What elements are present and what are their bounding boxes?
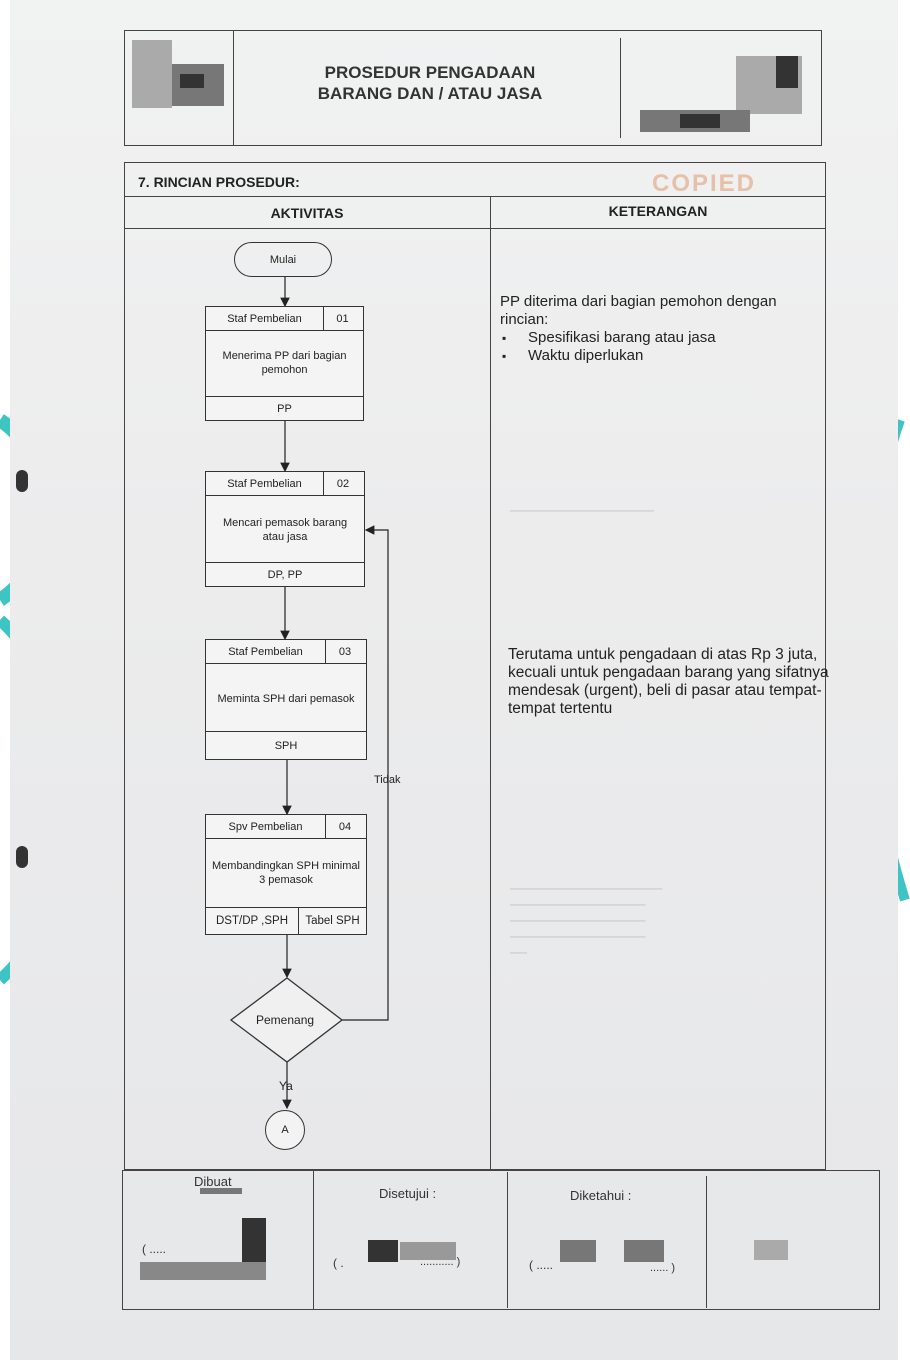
redacted-signature <box>200 1188 242 1194</box>
table-col-line <box>490 196 491 1170</box>
bleed-through-text: ▁▁▁▁▁▁▁▁▁▁▁▁▁▁▁▁▁▁▁▁▁▁▁▁▁▁▁▁▁▁▁▁▁▁▁▁▁▁▁▁… <box>510 878 663 954</box>
step-role: Staf Pembelian <box>206 472 324 496</box>
document-title: PROSEDUR PENGADAAN BARANG DAN / ATAU JAS… <box>317 63 543 103</box>
redacted-logo <box>180 74 204 88</box>
yes-branch-label: Ya <box>279 1079 293 1093</box>
step-number: 04 <box>324 815 366 839</box>
step-document: PP <box>206 396 363 420</box>
signature-made-label: Dibuat <box>194 1174 232 1189</box>
step-number: 03 <box>324 640 366 664</box>
flow-step-01: Staf Pembelian 01 Menerima PP dari bagia… <box>205 306 364 421</box>
signature-known-label: Diketahui : <box>570 1188 632 1203</box>
note-list-item: Spesifikasi barang atau jasa <box>502 329 812 347</box>
sig-col-line <box>313 1170 314 1310</box>
redacted-signature <box>140 1262 266 1280</box>
note-step-01: PP diterima dari bagian pemohon dengan r… <box>500 293 812 365</box>
column-header-activity: AKTIVITAS <box>270 205 344 221</box>
connector-label: A <box>281 1124 289 1136</box>
table-row-line <box>124 196 826 197</box>
signature-dots-known: ...... ) <box>650 1262 676 1274</box>
redacted-signature <box>368 1240 398 1262</box>
decision-label: Pemenang <box>256 1013 315 1027</box>
note-intro: PP diterima dari bagian pemohon dengan r… <box>500 293 777 328</box>
redacted-signature <box>560 1240 596 1262</box>
header-box <box>124 30 822 146</box>
binder-hole-top <box>16 470 28 492</box>
note-step-03: Terutama untuk pengadaan di atas Rp 3 ju… <box>508 646 829 717</box>
redacted-doc-info <box>776 56 798 88</box>
sig-col-line <box>507 1172 508 1308</box>
table-row-line <box>124 228 826 229</box>
step-role: Staf Pembelian <box>206 307 324 331</box>
step-document: DP, PP <box>206 562 364 586</box>
redacted-signature <box>624 1240 664 1262</box>
signature-name-made: ( ..... <box>142 1242 166 1256</box>
no-branch-label: Tidak <box>374 774 401 786</box>
redacted-doc-info <box>680 114 720 128</box>
step-role: Staf Pembelian <box>206 640 326 664</box>
step-activity: Membandingkan SPH minimal 3 pemasok <box>212 860 360 886</box>
procedure-table <box>124 162 826 1170</box>
step-document: SPH <box>206 731 366 759</box>
document-page <box>10 0 898 1360</box>
header-info-cell <box>620 38 622 138</box>
step-role: Spv Pembelian <box>206 815 326 839</box>
section-title: 7. RINCIAN PROSEDUR: <box>138 174 300 190</box>
step-number: 01 <box>322 307 363 331</box>
bleed-through-text: ▁▁▁▁▁▁▁▁▁▁▁▁▁▁▁▁▁ <box>510 500 654 512</box>
step-document: DST/DP ,SPH <box>206 908 299 934</box>
note-list-item: Waktu diperlukan <box>502 347 812 365</box>
signature-table <box>122 1170 880 1310</box>
header-logo-cell <box>124 30 234 146</box>
step-activity: Meminta SPH dari pemasok <box>217 693 355 705</box>
redacted-signature <box>754 1240 788 1260</box>
redacted-logo <box>132 40 172 108</box>
flow-connector-circle: A <box>265 1110 305 1150</box>
redacted-signature <box>400 1242 456 1260</box>
flow-step-04: Spv Pembelian 04 Membandingkan SPH minim… <box>205 814 367 935</box>
binder-hole-bottom <box>16 846 28 868</box>
sig-col-line <box>706 1176 707 1308</box>
signature-name-known: ( ..... <box>529 1258 553 1272</box>
flow-start: Mulai <box>234 242 332 277</box>
copied-stamp: COPIED <box>652 170 757 197</box>
step-document-secondary: Tabel SPH <box>305 915 360 927</box>
flow-step-02: Staf Pembelian 02 Mencari pemasok barang… <box>205 471 365 587</box>
step-activity: Menerima PP dari bagian pemohon <box>222 350 347 376</box>
flow-step-03: Staf Pembelian 03 Meminta SPH dari pemas… <box>205 639 367 760</box>
step-activity: Mencari pemasok barang atau jasa <box>222 517 348 543</box>
step-number: 02 <box>322 472 364 496</box>
column-header-notes: KETERANGAN <box>608 203 708 219</box>
signature-approved-label: Disetujui : <box>379 1186 437 1201</box>
flow-start-label: Mulai <box>269 253 297 266</box>
signature-name-approved: ( . <box>333 1256 344 1270</box>
